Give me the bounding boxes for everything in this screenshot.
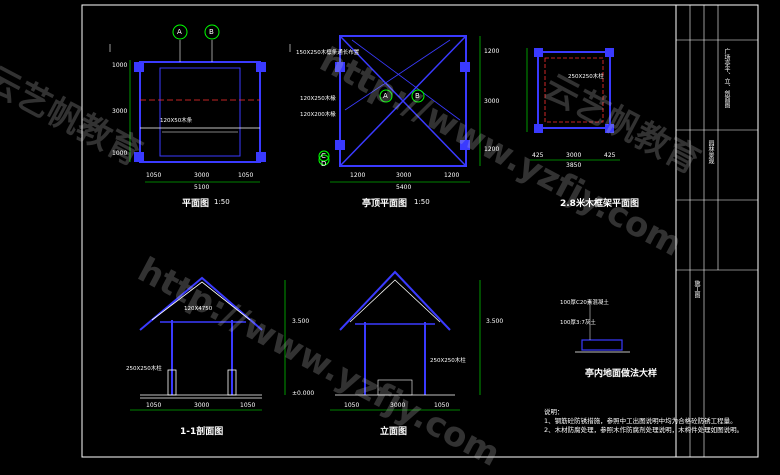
plan-view bbox=[109, 24, 291, 183]
roof-label: D bbox=[321, 160, 327, 168]
annotation: 250X250木柱 bbox=[126, 366, 162, 372]
dim-text: 1200 bbox=[444, 172, 460, 179]
dim-text: 1200 bbox=[350, 172, 366, 179]
beam-plan-title: 2.8米木框架平面图 bbox=[560, 199, 639, 209]
dim-text: 1000 bbox=[112, 62, 128, 69]
annotation: 100厚3:7灰土 bbox=[560, 320, 596, 326]
dim-text: 1050 bbox=[146, 172, 162, 179]
roof-plan-title: 亭顶平面图 bbox=[362, 199, 408, 209]
level-mark: 3.500 bbox=[486, 318, 504, 325]
roof-label: B bbox=[415, 92, 420, 100]
title-block-phase: 施工图 bbox=[693, 280, 700, 298]
dim-text: 1050 bbox=[434, 402, 450, 409]
plan-title: 平面图 bbox=[182, 199, 210, 209]
dim-text: 3850 bbox=[566, 162, 582, 169]
dim-text: 1050 bbox=[238, 172, 254, 179]
dim-text: 3000 bbox=[112, 108, 128, 115]
dim-text: 3000 bbox=[194, 172, 210, 179]
annotation: 150X250木檩条通长布置 bbox=[296, 50, 360, 56]
annotation: 120X4750 bbox=[184, 306, 213, 312]
floor-detail bbox=[575, 300, 630, 353]
beam-frame-plan bbox=[526, 48, 620, 161]
dim-text: 3000 bbox=[566, 152, 582, 159]
roof-plan-scale: 1:50 bbox=[414, 198, 430, 206]
cad-drawing-canvas bbox=[81, 4, 759, 458]
dim-text: 425 bbox=[532, 152, 544, 159]
title-block bbox=[676, 5, 758, 457]
notes-heading: 说明： bbox=[544, 408, 564, 416]
dim-text: 1200 bbox=[484, 146, 500, 153]
dim-text: 3000 bbox=[390, 402, 406, 409]
annotation: 120X50木条 bbox=[160, 118, 193, 124]
annotation: 100厚C20素混凝土 bbox=[560, 300, 609, 306]
section-view bbox=[130, 276, 286, 411]
dim-text: 3000 bbox=[194, 402, 210, 409]
plan-scale: 1:50 bbox=[214, 198, 230, 206]
section-title: 1-1剖面图 bbox=[180, 427, 224, 437]
dim-text: 425 bbox=[604, 152, 616, 159]
title-block-drawing-name: 广场亭平、立、剖面图 bbox=[723, 48, 730, 108]
dim-text: 3000 bbox=[396, 172, 412, 179]
axis-label: B bbox=[209, 28, 214, 36]
dim-text: 5100 bbox=[194, 184, 210, 191]
dim-text: 1050 bbox=[240, 402, 256, 409]
roof-label: A bbox=[383, 92, 388, 100]
dim-text: 1050 bbox=[344, 402, 360, 409]
notes-line: 1、钢筋砼防锈措施，参照中工出图说明中均为合格砼防锈工程量。 bbox=[544, 417, 737, 425]
design-notes: 说明： 1、钢筋砼防锈措施，参照中工出图说明中均为合格砼防锈工程量。 2、木材防… bbox=[544, 408, 743, 435]
dim-text: 1050 bbox=[146, 402, 162, 409]
dim-text: 1200 bbox=[484, 48, 500, 55]
detail-title: 亭内地面做法大样 bbox=[585, 369, 658, 379]
roof-label: C bbox=[321, 152, 326, 160]
dim-text: 1000 bbox=[112, 150, 128, 157]
dim-text: 5400 bbox=[396, 184, 412, 191]
title-block-project: 园林景观 bbox=[707, 140, 714, 164]
annotation: 120X250木椽 bbox=[300, 96, 336, 102]
axis-label: A bbox=[177, 28, 182, 36]
elevation-title: 立面图 bbox=[380, 427, 408, 437]
annotation: 250X250木柱 bbox=[430, 358, 466, 364]
annotation: 250X250木柱 bbox=[568, 74, 604, 80]
elevation-view bbox=[330, 270, 481, 411]
drawing-frame bbox=[81, 4, 759, 458]
notes-line: 2、木材防腐处理，参照木作防腐剂处理说明，木构件处理如图说明。 bbox=[544, 426, 744, 434]
level-mark: ±0.000 bbox=[292, 390, 315, 397]
roof-plan-view bbox=[318, 35, 481, 183]
annotation: 120X200木椽 bbox=[300, 112, 336, 118]
level-mark: 3.500 bbox=[292, 318, 310, 325]
dim-text: 3000 bbox=[484, 98, 500, 105]
